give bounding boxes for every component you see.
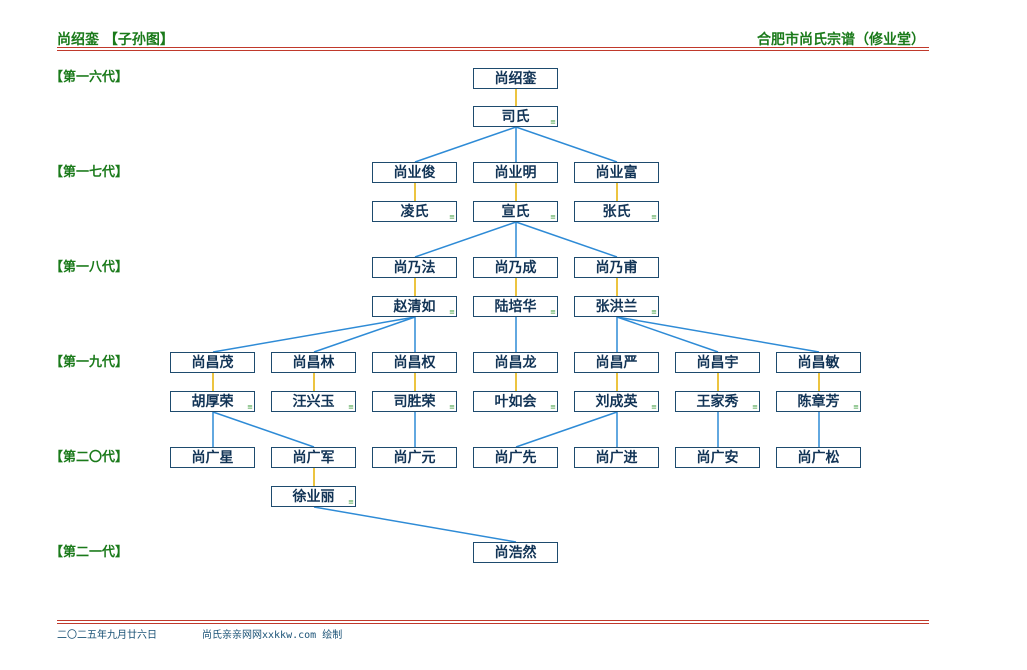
spouse-node[interactable]: 叶如会 ≡: [473, 391, 558, 412]
person-node[interactable]: 尚昌敏: [776, 352, 861, 373]
spouse-marker-icon: ≡: [651, 308, 657, 316]
person-node[interactable]: 尚昌龙: [473, 352, 558, 373]
spouse-marker-icon: ≡: [348, 403, 354, 411]
person-name: 胡厚荣: [191, 394, 234, 410]
person-node[interactable]: 尚乃甫: [574, 257, 659, 278]
child-link: [313, 316, 416, 353]
generation-label-19: 【第一九代】: [50, 355, 129, 370]
spouse-node[interactable]: 凌氏 ≡: [372, 201, 457, 222]
child-link: [414, 126, 517, 163]
spouse-marker-icon: ≡: [752, 403, 758, 411]
spouse-node[interactable]: 徐业丽 ≡: [271, 486, 356, 507]
spouse-marker-icon: ≡: [449, 308, 455, 316]
spouse-node[interactable]: 陈章芳 ≡: [776, 391, 861, 412]
header-rule-bottom: [57, 50, 929, 51]
footer-credit: 尚氏亲亲网网xxkkw.com 绘制: [202, 630, 343, 641]
chart-title: 尚绍銮 【子孙图】: [57, 32, 174, 48]
person-node[interactable]: 尚浩然: [473, 542, 558, 563]
person-node[interactable]: 尚业俊: [372, 162, 457, 183]
child-link: [212, 411, 315, 448]
person-node[interactable]: 尚广星: [170, 447, 255, 468]
spouse-marker-icon: ≡: [449, 403, 455, 411]
person-name: 司胜荣: [393, 394, 436, 410]
person-name: 赵清如: [393, 299, 436, 315]
person-name: 陈章芳: [797, 394, 840, 410]
spouse-node[interactable]: 张洪兰 ≡: [574, 296, 659, 317]
person-name: 刘成英: [595, 394, 638, 410]
person-name: 司氏: [501, 109, 530, 125]
spouse-node[interactable]: 司氏 ≡: [473, 106, 558, 127]
child-link: [616, 316, 719, 353]
spouse-marker-icon: ≡: [651, 403, 657, 411]
person-node[interactable]: 尚广先: [473, 447, 558, 468]
child-link: [515, 221, 618, 258]
child-link: [515, 411, 618, 448]
generation-label-16: 【第一六代】: [50, 70, 129, 85]
spouse-node[interactable]: 宣氏 ≡: [473, 201, 558, 222]
person-name: 陆培华: [494, 299, 537, 315]
person-node[interactable]: 尚业明: [473, 162, 558, 183]
spouse-marker-icon: ≡: [247, 403, 253, 411]
person-node[interactable]: 尚业富: [574, 162, 659, 183]
generation-label-17: 【第一七代】: [50, 165, 129, 180]
generation-label-21: 【第二一代】: [50, 545, 129, 560]
child-link: [313, 506, 517, 543]
child-link: [212, 316, 416, 353]
person-node[interactable]: 尚昌林: [271, 352, 356, 373]
spouse-node[interactable]: 赵清如 ≡: [372, 296, 457, 317]
spouse-marker-icon: ≡: [550, 118, 556, 126]
person-node[interactable]: 尚广进: [574, 447, 659, 468]
header-rule-top: [57, 47, 929, 48]
person-node[interactable]: 尚广军: [271, 447, 356, 468]
footer-date: 二〇二五年九月廿六日: [57, 630, 157, 641]
person-node[interactable]: 尚昌宇: [675, 352, 760, 373]
generation-label-18: 【第一八代】: [50, 260, 129, 275]
person-node[interactable]: 尚昌严: [574, 352, 659, 373]
person-node[interactable]: 尚昌权: [372, 352, 457, 373]
spouse-marker-icon: ≡: [449, 213, 455, 221]
child-link: [616, 316, 820, 353]
child-link: [414, 221, 517, 258]
person-name: 王家秀: [696, 394, 739, 410]
person-name: 叶如会: [494, 394, 537, 410]
person-node[interactable]: 尚广安: [675, 447, 760, 468]
spouse-marker-icon: ≡: [348, 498, 354, 506]
spouse-marker-icon: ≡: [651, 213, 657, 221]
person-node[interactable]: 尚绍銮: [473, 68, 558, 89]
spouse-node[interactable]: 司胜荣 ≡: [372, 391, 457, 412]
spouse-node[interactable]: 胡厚荣 ≡: [170, 391, 255, 412]
person-node[interactable]: 尚广元: [372, 447, 457, 468]
spouse-node[interactable]: 张氏 ≡: [574, 201, 659, 222]
spouse-node[interactable]: 王家秀 ≡: [675, 391, 760, 412]
person-node[interactable]: 尚乃成: [473, 257, 558, 278]
person-node[interactable]: 尚乃法: [372, 257, 457, 278]
spouse-marker-icon: ≡: [550, 403, 556, 411]
genealogy-name: 合肥市尚氏宗谱（修业堂）: [757, 32, 925, 48]
spouse-node[interactable]: 刘成英 ≡: [574, 391, 659, 412]
person-name: 汪兴玉: [292, 394, 335, 410]
child-link: [515, 126, 618, 163]
person-name: 宣氏: [501, 204, 530, 220]
person-node[interactable]: 尚昌茂: [170, 352, 255, 373]
person-name: 凌氏: [400, 204, 429, 220]
spouse-marker-icon: ≡: [550, 308, 556, 316]
spouse-marker-icon: ≡: [550, 213, 556, 221]
spouse-node[interactable]: 汪兴玉 ≡: [271, 391, 356, 412]
person-name: 徐业丽: [292, 489, 335, 505]
person-name: 张洪兰: [595, 299, 638, 315]
spouse-node[interactable]: 陆培华 ≡: [473, 296, 558, 317]
spouse-marker-icon: ≡: [853, 403, 859, 411]
generation-label-20: 【第二〇代】: [50, 450, 129, 465]
person-name: 张氏: [602, 204, 631, 220]
person-node[interactable]: 尚广松: [776, 447, 861, 468]
footer-rule-top: [57, 620, 929, 621]
footer-rule-bottom: [57, 623, 929, 624]
